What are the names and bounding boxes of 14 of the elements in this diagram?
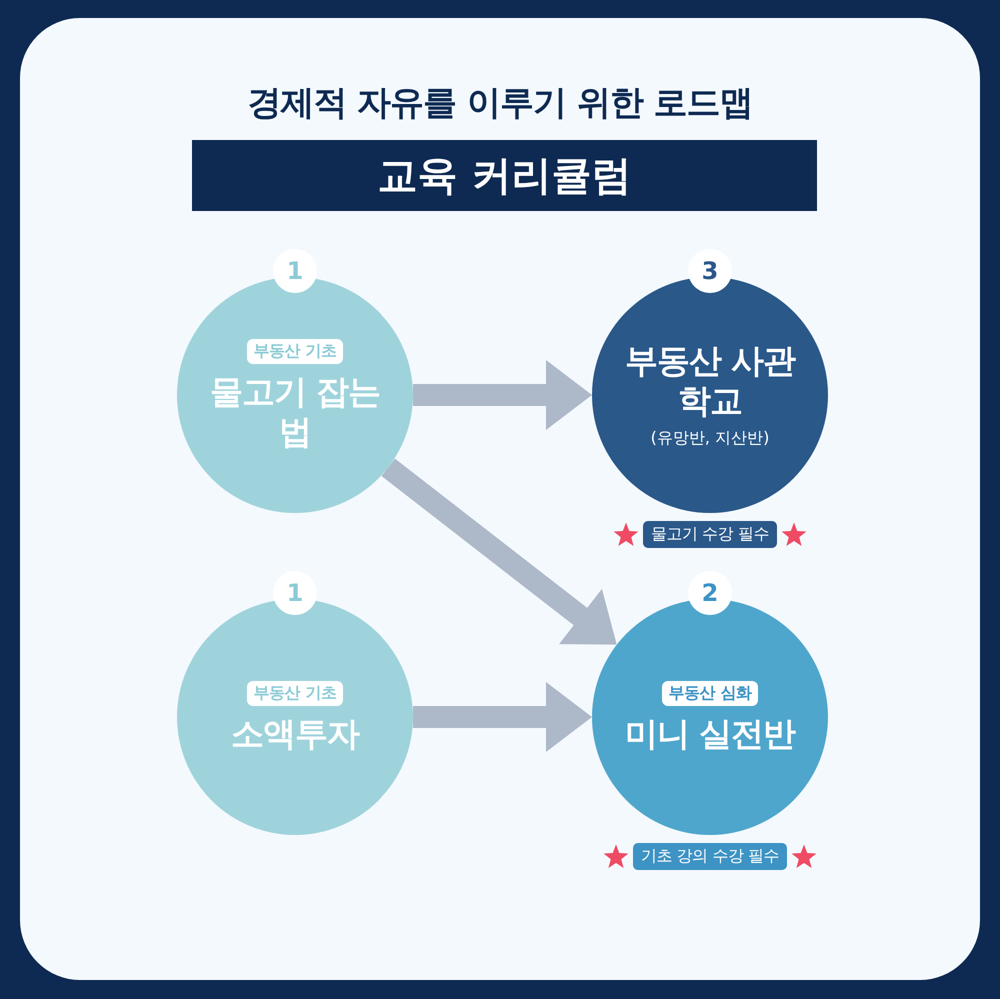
course-title: 물고기 잡는법 xyxy=(208,372,382,452)
course-title: 부동산 사관학교 xyxy=(624,340,797,420)
heading-banner: 교육 커리큘럼 xyxy=(192,140,817,211)
requirement-note: 기초 강의 수강 필수 xyxy=(633,843,787,870)
category-tag: 부동산 심화 xyxy=(662,680,758,706)
course-title: 미니 실전반 xyxy=(624,714,797,754)
requirement-note: 물고기 수강 필수 xyxy=(643,521,777,548)
category-tag: 부동산 기초 xyxy=(246,680,344,706)
arrow xyxy=(413,682,592,752)
arrow xyxy=(413,360,592,430)
course-subtitle: (유망반, 지산반) xyxy=(650,428,770,450)
category-tag: 부동산 기초 xyxy=(246,338,344,364)
course-title: 소액투자 xyxy=(230,714,360,754)
title: 경제적 자유를 이루기 위한 로드맵 xyxy=(246,82,754,125)
